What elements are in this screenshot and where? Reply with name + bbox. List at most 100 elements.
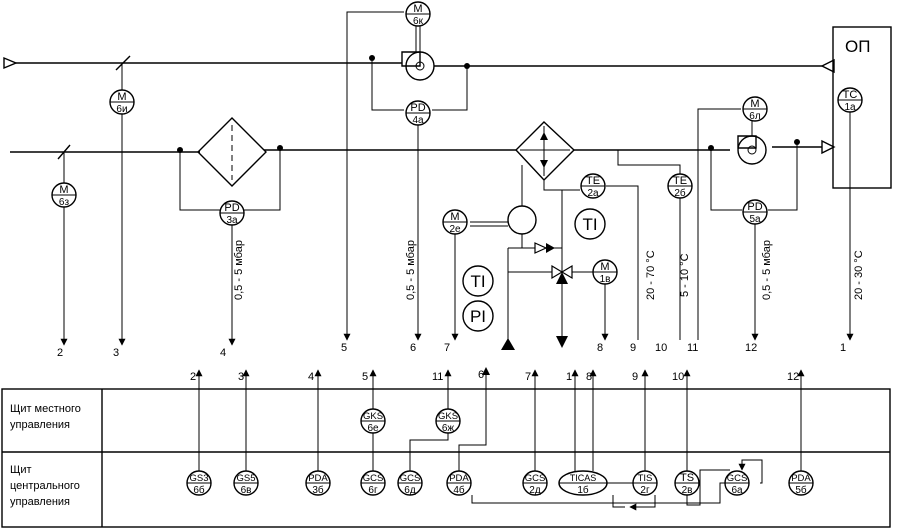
instrument-code: PDA <box>791 473 811 484</box>
instrument-tag: 2а <box>587 188 599 199</box>
range-label: 0,5 - 5 мбар <box>233 240 245 300</box>
panel-number: 10 <box>672 371 684 383</box>
exhaust-arrow-left <box>3 56 18 70</box>
instrument-m6i: M6и <box>109 89 135 115</box>
instrument-m6z: M6з <box>51 182 77 208</box>
instrument-tag: 1а <box>844 102 856 113</box>
instrument-tag: 1в <box>600 274 611 285</box>
instrument-tag: 2е <box>449 224 461 235</box>
range-label: 0,5 - 5 мбар <box>761 240 773 300</box>
instrument-tag: 4б <box>453 484 465 496</box>
instrument-tag: 6б <box>193 484 205 496</box>
instrument-code: PD <box>747 201 762 213</box>
local-panel-label-1: Щит местного <box>10 403 81 415</box>
instrument-tag: 6к <box>413 16 424 27</box>
instrument-code: GCS <box>727 473 748 484</box>
instrument-code: TE <box>586 175 600 187</box>
range-label: 0,5 - 5 мбар <box>405 240 417 300</box>
instrument-tag: 6л <box>749 111 761 122</box>
instrument-tag: 2д <box>529 485 541 496</box>
instrument-tag: 4а <box>412 115 424 126</box>
instrument-code: PDA <box>308 473 328 484</box>
upper-fan <box>369 26 470 111</box>
instrument-code: TICAS <box>570 473 597 483</box>
instrument-m6k: M6к <box>405 1 431 27</box>
line-label: 9 <box>630 342 636 354</box>
panel-number: 1 <box>566 371 572 383</box>
ducts <box>3 26 892 189</box>
instrument-code: PDA <box>449 473 469 484</box>
panel-number: 12 <box>787 371 799 383</box>
instrument-tag: 6з <box>59 197 70 208</box>
instrument-tag: 3б <box>312 484 324 496</box>
instrument-tag: 2б <box>674 187 686 199</box>
line-label: 8 <box>597 342 603 354</box>
instrument-tag: 3а <box>226 215 238 226</box>
instrument-code: TS <box>680 472 694 484</box>
indicator-ti_upper: TI <box>574 208 606 240</box>
instrument-tag: 6в <box>241 485 252 496</box>
instrument-m2e: M2е <box>442 209 468 235</box>
range-label: 20 - 70 °C <box>645 250 657 300</box>
central-panel-label-2: центрального <box>10 480 80 492</box>
instrument-tag: 6д <box>404 485 416 496</box>
instrument-code: M <box>59 184 68 196</box>
panel-number: 7 <box>525 371 531 383</box>
instrument-code: TIS <box>638 473 653 484</box>
panel-number: 3 <box>238 371 244 383</box>
instrument-tag: 1б <box>577 484 589 496</box>
panel-number: 11 <box>432 371 443 383</box>
instrument-tag: 6ж <box>442 423 455 434</box>
instrument-code: PD <box>224 202 239 214</box>
instrument-tag: 6и <box>116 104 127 115</box>
instrument-tag: 5а <box>749 214 761 225</box>
panel-number: 5 <box>362 371 368 383</box>
instrument-code: GCS <box>400 473 421 484</box>
local-panel-label-2: управления <box>10 419 70 431</box>
instrument-tag: 2в <box>682 485 693 496</box>
signal-lines-panel <box>195 367 805 511</box>
range-label: 5 - 10 °C <box>679 253 691 297</box>
instrument-tag: 6а <box>731 485 743 496</box>
supply-arrow <box>821 139 836 155</box>
damper-upper <box>115 55 131 71</box>
instrument-code: TC <box>843 89 858 101</box>
line-label: 1 <box>840 342 846 354</box>
return-arrow <box>820 58 835 74</box>
indicator-pi: PI <box>462 300 494 332</box>
panel-number: 4 <box>308 371 314 383</box>
room-label: ОП <box>845 37 870 56</box>
indicator-code: TI <box>582 215 597 234</box>
panel-number: 6 <box>478 369 484 381</box>
instrument-code: M <box>600 261 609 273</box>
instrument-code: GS5 <box>236 473 255 484</box>
instrument-code: GCS <box>363 473 384 484</box>
instrument-code: M <box>450 211 459 223</box>
central-panel-label-3: управления <box>10 496 70 508</box>
instrument-code: GKS <box>363 411 383 422</box>
indicator-code: PI <box>470 307 486 326</box>
line-label: 5 <box>341 342 347 354</box>
instrument-code: GCS <box>525 473 546 484</box>
line-label: 6 <box>410 342 416 354</box>
room-box <box>832 26 892 189</box>
instrument-code: M <box>750 98 759 110</box>
instrument-tag: 6г <box>368 485 378 496</box>
heater <box>470 121 593 350</box>
instrument-m1v: M1в <box>592 259 618 285</box>
